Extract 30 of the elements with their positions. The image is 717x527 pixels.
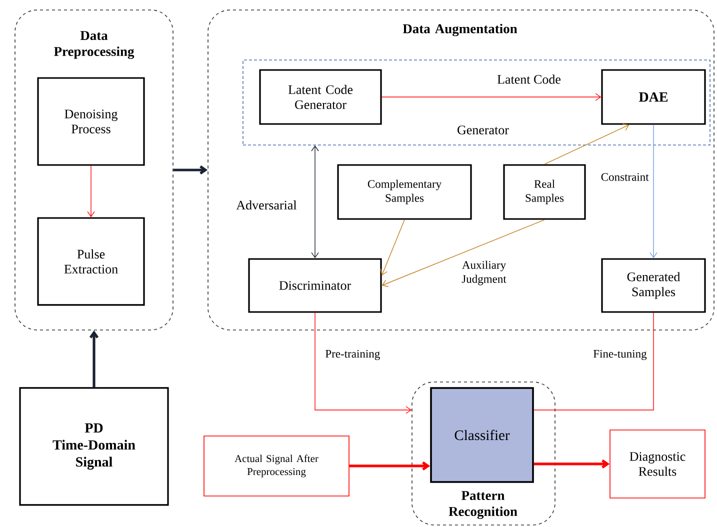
arrow bbox=[382, 219, 545, 287]
classifier-box: Classifier bbox=[430, 387, 534, 483]
process-box: PD Time-Domain Signal bbox=[19, 387, 169, 506]
arrow bbox=[89, 330, 99, 388]
arrow bbox=[380, 219, 405, 276]
arrow bbox=[544, 124, 630, 165]
process-box: DAE bbox=[601, 69, 706, 125]
edge-label: Constraint bbox=[600, 172, 650, 182]
arrow bbox=[534, 459, 610, 469]
process-box: Diagnostic Results bbox=[610, 430, 706, 498]
edge-label: Latent Code bbox=[496, 74, 562, 85]
arrow bbox=[381, 93, 602, 101]
edge-label: Auxiliary Judgment bbox=[453, 260, 515, 286]
process-box: Actual Signal After Preprocessing bbox=[204, 436, 350, 496]
process-box: Complementary Samples bbox=[337, 164, 472, 220]
process-box: Generated Samples bbox=[601, 258, 706, 313]
process-box: Real Samples bbox=[503, 164, 586, 220]
arrow bbox=[173, 165, 208, 175]
arrow bbox=[314, 312, 412, 414]
process-box: Pulse Extraction bbox=[37, 217, 145, 306]
arrow bbox=[650, 124, 658, 258]
process-box: Discriminator bbox=[248, 258, 382, 313]
arrow bbox=[349, 461, 430, 471]
edge-label: Adversarial bbox=[235, 199, 298, 211]
process-box: Denoising Process bbox=[37, 77, 145, 166]
arrow bbox=[311, 145, 319, 258]
edge-label: Pre-training bbox=[324, 348, 382, 362]
edge-label: Fine-tuning bbox=[592, 348, 648, 362]
arrow bbox=[87, 165, 95, 218]
process-box: Latent Code Generator bbox=[259, 69, 382, 125]
